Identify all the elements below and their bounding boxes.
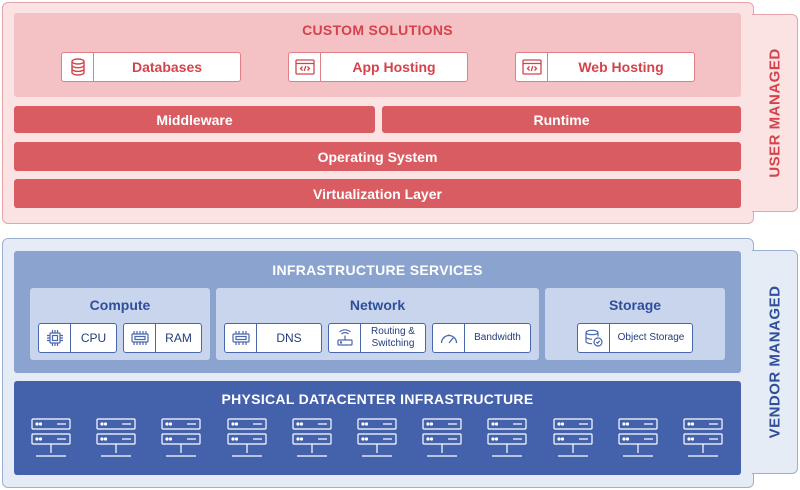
runtime-bar: Runtime: [382, 106, 741, 133]
databases-label: Databases: [131, 59, 203, 75]
bandwidth-label: Bandwidth: [474, 332, 521, 343]
dns-icon: [225, 324, 257, 352]
app-hosting-label: App Hosting: [352, 59, 436, 75]
network-title: Network: [349, 297, 406, 313]
code-window-icon: [516, 53, 548, 81]
dns-label: DNS: [276, 331, 302, 345]
physical-datacenter-title: PHYSICAL DATACENTER INFRASTRUCTURE: [221, 391, 534, 407]
web-hosting-item: Web Hosting: [515, 52, 695, 82]
operating-system-bar: Operating System: [14, 142, 741, 171]
server-rack-icon: [226, 418, 267, 460]
cpu-label: CPU: [80, 331, 107, 345]
server-rack-icon: [618, 418, 658, 460]
user-managed-tab: USER MANAGED: [752, 14, 798, 212]
server-rack-icon: [357, 418, 397, 460]
custom-solutions-title: CUSTOM SOLUTIONS: [302, 22, 453, 38]
server-rack-icon: [487, 418, 527, 460]
object-storage-icon: [578, 324, 610, 352]
app-hosting-item: App Hosting: [288, 52, 468, 82]
middleware-bar: Middleware: [14, 106, 375, 133]
server-rack-icon: [31, 418, 71, 460]
web-hosting-label: Web Hosting: [578, 59, 664, 75]
ram-item: RAM: [123, 323, 202, 353]
storage-group: Storage Object Storage: [545, 288, 725, 360]
compute-title: Compute: [89, 297, 151, 313]
databases-item: Databases: [61, 52, 241, 82]
cpu-item: CPU: [38, 323, 117, 353]
server-rack-icon: [683, 418, 723, 460]
compute-group: Compute CPU RAM: [30, 288, 210, 360]
database-icon: [62, 53, 94, 81]
code-window-icon: [289, 53, 321, 81]
storage-title: Storage: [608, 297, 662, 313]
virtualization-layer-bar: Virtualization Layer: [14, 179, 741, 208]
dns-item: DNS: [224, 323, 322, 353]
server-rack-icon: [96, 418, 136, 460]
router-icon: [329, 324, 361, 352]
gauge-icon: [433, 324, 465, 352]
object-storage-item: Object Storage: [577, 323, 693, 353]
routing-switching-item: Routing & Switching: [328, 323, 426, 353]
cpu-icon: [39, 324, 71, 352]
server-rack-icon: [552, 418, 593, 460]
infrastructure-services-title: INFRASTRUCTURE SERVICES: [272, 262, 483, 278]
vendor-managed-label: VENDOR MANAGED: [766, 285, 783, 439]
vendor-managed-tab: VENDOR MANAGED: [752, 250, 798, 474]
ram-label: RAM: [165, 331, 192, 345]
server-rack-icon: [422, 418, 462, 460]
network-group: Network DNS Routing & Switching: [216, 288, 539, 360]
ram-icon: [124, 324, 156, 352]
server-rack-icon: [161, 418, 201, 460]
user-managed-label: USER MANAGED: [766, 48, 783, 178]
server-rack-icon: [292, 418, 332, 460]
bandwidth-item: Bandwidth: [432, 323, 531, 353]
object-storage-label: Object Storage: [617, 332, 685, 343]
routing-switching-label: Routing & Switching: [371, 326, 415, 349]
